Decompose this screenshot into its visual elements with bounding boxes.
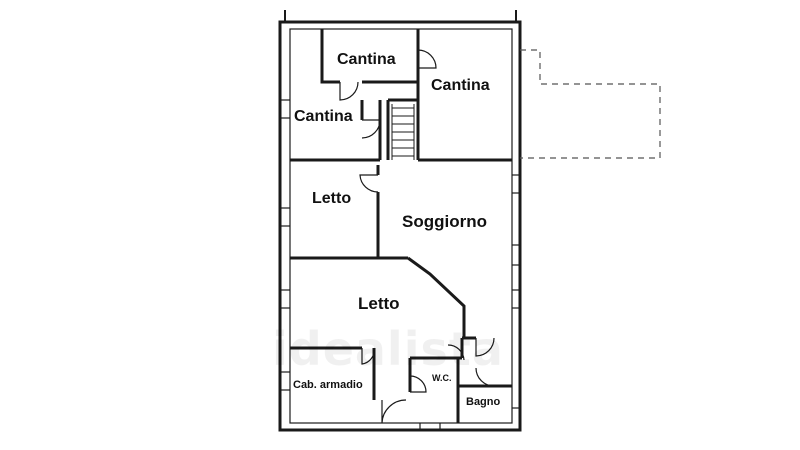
room-label-letto-large: Letto [358,294,400,313]
room-label-cantina-left: Cantina [294,108,353,125]
stairs [391,104,415,160]
room-label-cab-armadio: Cab. armadio [293,379,363,391]
room-label-bagno: Bagno [466,396,501,408]
room-label-cantina-right: Cantina [431,77,490,94]
watermark: idealista [272,322,504,376]
door-swings [339,49,495,424]
room-label-wc: W.C. [432,373,452,383]
top-stubs [284,10,517,22]
dashed-extension [520,49,661,159]
room-label-cantina-top: Cantina [337,51,396,68]
room-label-letto-small: Letto [312,190,352,207]
window-marks [280,99,520,430]
room-label-soggiorno: Soggiorno [402,212,487,231]
interior-walls [290,29,512,423]
